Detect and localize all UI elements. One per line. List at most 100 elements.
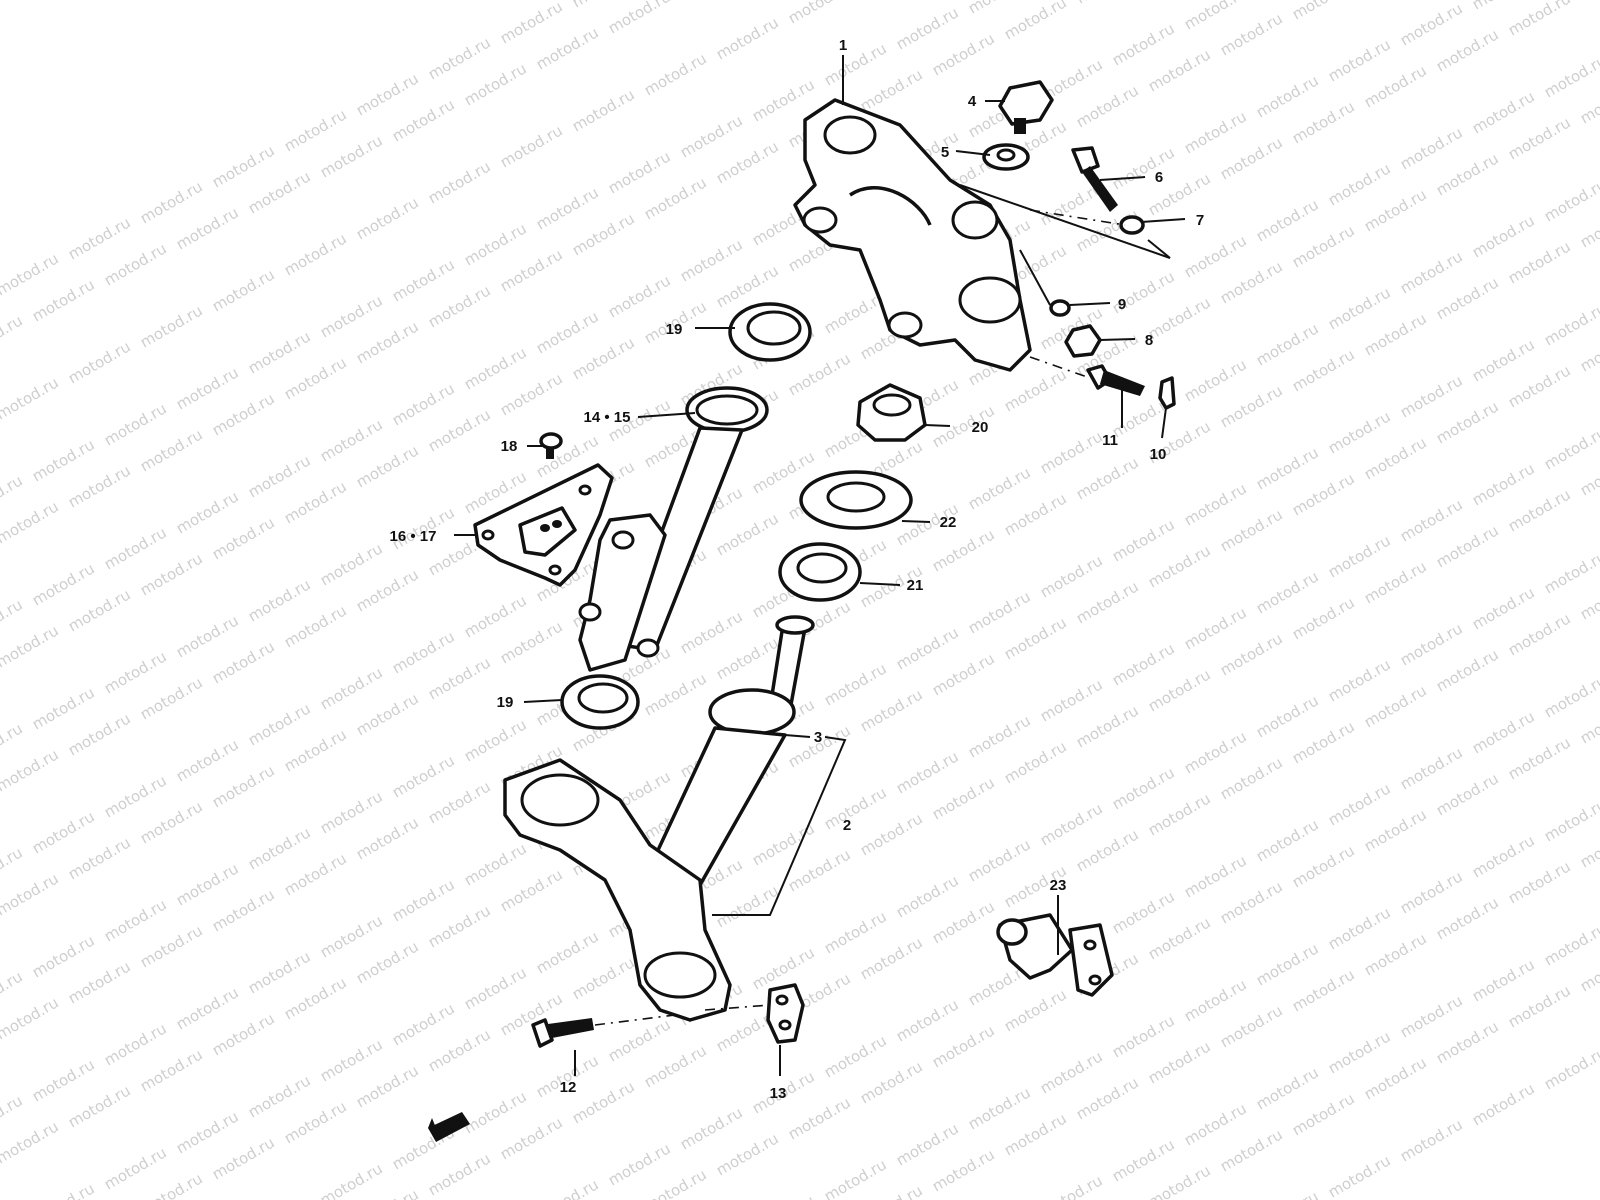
watermark-text: motod.ru <box>641 1165 710 1200</box>
watermark-text: motod.ru <box>1253 443 1322 493</box>
watermark-text: motod.ru <box>281 1097 350 1147</box>
watermark-text: motod.ru <box>0 869 62 919</box>
watermark-text: motod.ru <box>641 173 710 223</box>
watermark-text: motod.ru <box>461 59 530 109</box>
watermark-text: motod.ru <box>1109 19 1178 69</box>
watermark-text: motod.ru <box>1289 593 1358 643</box>
watermark-text: motod.ru <box>353 317 422 367</box>
watermark-text: motod.ru <box>533 307 602 357</box>
nut-8 <box>1064 324 1102 358</box>
watermark-text: motod.ru <box>1397 867 1466 917</box>
watermark-text: motod.ru <box>1037 427 1106 477</box>
watermark-text: motod.ru <box>929 1021 998 1071</box>
watermark-text: motod.ru <box>389 379 458 429</box>
watermark-text: motod.ru <box>1541 51 1600 101</box>
watermark-text: motod.ru <box>893 995 962 1045</box>
watermark-text: motod.ru <box>65 957 134 1007</box>
watermark-text: motod.ru <box>533 927 602 977</box>
steering-stem-2 <box>503 615 815 1022</box>
watermark-text: motod.ru <box>1073 81 1142 131</box>
watermark-text: motod.ru <box>1037 1047 1106 1097</box>
watermark-text: motod.ru <box>1181 355 1250 405</box>
watermark-text: motod.ru <box>1289 717 1358 767</box>
watermark-text: motod.ru <box>605 1015 674 1065</box>
watermark-text: motod.ru <box>1289 841 1358 891</box>
watermark-text: motod.ru <box>1397 495 1466 545</box>
callout-1: 1 <box>839 37 847 54</box>
watermark-text: motod.ru <box>1433 25 1502 75</box>
watermark-text: motod.ru <box>1325 1151 1394 1200</box>
watermark-text: motod.ru <box>1217 877 1286 927</box>
watermark-text: motod.ru <box>101 1143 170 1193</box>
watermark-text: motod.ru <box>1073 1073 1142 1123</box>
watermark-text: motod.ru <box>1145 541 1214 591</box>
watermark-text: motod.ru <box>1217 629 1286 679</box>
watermark-text: motod.ru <box>101 239 170 289</box>
watermark-text: motod.ru <box>353 689 422 739</box>
watermark-text: motod.ru <box>569 953 638 1003</box>
watermark-text: motod.ru <box>1037 675 1106 725</box>
watermark-text: motod.ru <box>173 983 242 1033</box>
bolt-18 <box>539 432 563 459</box>
watermark-text: motod.ru <box>785 845 854 895</box>
watermark-text: motod.ru <box>1253 939 1322 989</box>
watermark-text: motod.ru <box>1181 1099 1250 1149</box>
watermark-text: motod.ru <box>173 611 242 661</box>
watermark-text: motod.ru <box>1145 293 1214 343</box>
watermark-text: motod.ru <box>209 885 278 935</box>
watermark-text: motod.ru <box>1073 453 1142 503</box>
watermark-text: motod.ru <box>497 121 566 171</box>
watermark-text: motod.ru <box>1001 613 1070 663</box>
watermark-text: motod.ru <box>137 673 206 723</box>
washer-9 <box>1049 299 1071 317</box>
watermark-text: motod.ru <box>713 509 782 559</box>
watermark-text: motod.ru <box>101 895 170 945</box>
watermark-text: motod.ru <box>677 235 746 285</box>
watermark-text: motod.ru <box>281 477 350 527</box>
watermark-text: motod.ru <box>1181 231 1250 281</box>
watermark-text: motod.ru <box>857 65 926 115</box>
watermark-text: motod.ru <box>1181 479 1250 529</box>
watermark-text: motod.ru <box>1181 975 1250 1025</box>
bearing-21 <box>778 542 862 602</box>
watermark-text: motod.ru <box>1433 769 1502 819</box>
watermark-text: motod.ru <box>101 523 170 573</box>
callout-10: 10 <box>1150 446 1167 463</box>
watermark-text: motod.ru <box>1505 733 1574 783</box>
watermark-text: motod.ru <box>317 1159 386 1200</box>
watermark-text: motod.ru <box>1001 365 1070 415</box>
watermark-text: motod.ru <box>1577 0 1600 3</box>
watermark-text: motod.ru <box>1577 573 1600 623</box>
watermark-text: motod.ru <box>605 147 674 197</box>
watermark-text: motod.ru <box>173 859 242 909</box>
watermark-text: motod.ru <box>1181 107 1250 157</box>
tube-14-15 <box>578 386 769 672</box>
watermark-text: motod.ru <box>173 203 242 253</box>
watermark-text: motod.ru <box>1577 697 1600 747</box>
callout-8: 8 <box>1145 332 1153 349</box>
watermark-text: motod.ru <box>245 947 314 997</box>
watermark-text: motod.ru <box>1505 609 1574 659</box>
watermark-text: motod.ru <box>1433 149 1502 199</box>
watermark-text: motod.ru <box>353 1061 422 1111</box>
callout-20: 20 <box>972 419 989 436</box>
watermark-text: motod.ru <box>65 337 134 387</box>
watermark-text: motod.ru <box>0 1117 62 1167</box>
watermark-text: motod.ru <box>1073 0 1142 7</box>
watermark-text: motod.ru <box>1361 1053 1430 1103</box>
watermark-text: motod.ru <box>1145 665 1214 715</box>
watermark-text: motod.ru <box>245 699 314 749</box>
watermark-text: motod.ru <box>1541 919 1600 969</box>
watermark-text: motod.ru <box>965 1083 1034 1133</box>
watermark-text: motod.ru <box>389 999 458 1049</box>
watermark-text: motod.ru <box>137 797 206 847</box>
watermark-text: motod.ru <box>821 659 890 709</box>
watermark-text: motod.ru <box>929 1145 998 1195</box>
watermark-text: motod.ru <box>533 183 602 233</box>
watermark-text: motod.ru <box>1361 185 1430 235</box>
watermark-text: motod.ru <box>245 167 314 217</box>
watermark-text: motod.ru <box>101 399 170 449</box>
watermark-text: motod.ru <box>425 777 494 827</box>
watermark-text: motod.ru <box>749 1191 818 1200</box>
